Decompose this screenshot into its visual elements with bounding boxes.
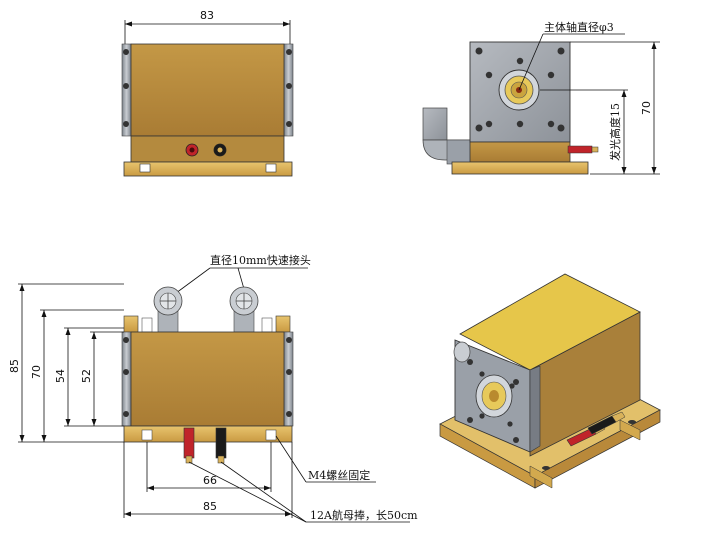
dim-front-width: 83 [200, 9, 214, 22]
side-base [451, 161, 589, 175]
isometric-view [439, 273, 661, 489]
red-cable-side [567, 145, 593, 154]
front-body [130, 43, 285, 137]
bottom-body [130, 331, 285, 427]
dim-height-54: 54 [54, 369, 67, 383]
quick-connector-right [229, 286, 259, 333]
dim-side-height: 70 [640, 101, 653, 115]
iso-top [459, 273, 641, 371]
dim-hole-spacing: 66 [203, 474, 217, 487]
dim-height-52: 52 [80, 369, 93, 383]
front-lower-band [130, 135, 285, 163]
note-screw-mount: M4螺丝固定 [308, 468, 370, 482]
front-view: 83 [121, 9, 294, 177]
front-base [123, 161, 293, 177]
black-cable-bottom [215, 427, 227, 459]
dim-height-70: 70 [30, 365, 43, 379]
elbow-connector [422, 107, 448, 141]
red-cable-bottom [183, 427, 195, 459]
note-cable: 12A航母捧，长50cm [310, 508, 418, 522]
side-lower-body [469, 141, 571, 163]
side-view: 主体轴直径φ3 70 发光高度15 [422, 20, 660, 175]
note-shaft-diameter: 主体轴直径φ3 [544, 20, 614, 34]
dim-base-width: 85 [203, 500, 217, 513]
note-quick-connector: 直径10mm快速接头 [210, 253, 311, 267]
bottom-view: 直径10mm快速接头 [8, 253, 418, 523]
bottom-base [123, 425, 293, 443]
dim-total-height: 85 [8, 359, 21, 373]
quick-connector-left [153, 286, 183, 333]
note-emit-height: 发光高度15 [608, 103, 622, 161]
